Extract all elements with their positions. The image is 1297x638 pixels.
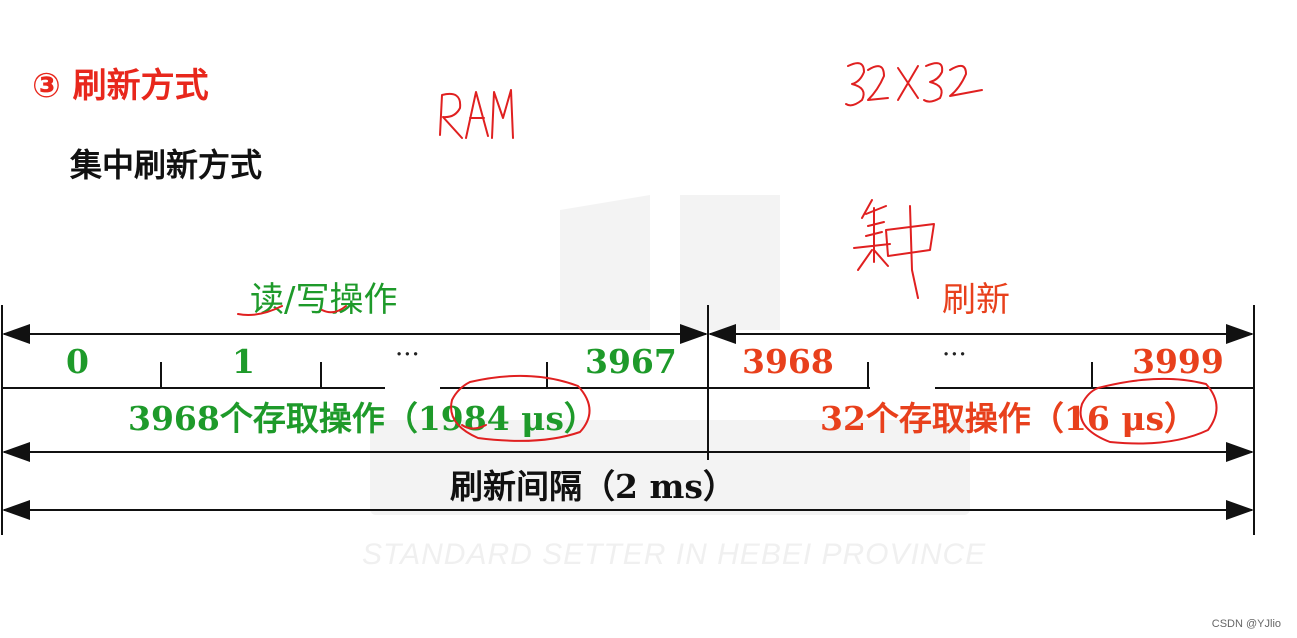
cell-3968: 3968 [742, 342, 834, 381]
underline-read [237, 305, 283, 316]
underline-write [321, 305, 347, 314]
handwritten-centralized [853, 199, 935, 299]
handwritten-32x32 [845, 62, 983, 107]
ops-red-label: 32个存取操作（16 μs） [820, 399, 1198, 438]
section-subtitle: 集中刷新方式 [70, 146, 263, 184]
footer-credit: CSDN @YJlio [1211, 618, 1281, 630]
cell-3967: 3967 [585, 342, 677, 381]
rw-label: 读/写操作 [250, 280, 398, 320]
watermark-text: STANDARD SETTER IN HEBEI PROVINCE [362, 538, 987, 571]
circle-16 [1079, 377, 1218, 445]
cell-3999: 3999 [1132, 342, 1224, 381]
cell-0: 0 [66, 342, 89, 381]
ops-green-label: 3968个存取操作（1984 μs） [128, 399, 597, 438]
cell-1: 1 [232, 342, 255, 381]
circle-1984 [450, 374, 591, 442]
underline-1984 [461, 424, 487, 430]
interval-label: 刷新间隔（2 ms） [450, 467, 736, 506]
cell-dots-right: ··· [942, 340, 967, 370]
handwritten-ram [439, 89, 514, 139]
refresh-label: 刷新 [942, 280, 1010, 320]
cell-dots-left: ··· [395, 340, 420, 370]
section-title: ③ 刷新方式 [32, 66, 209, 106]
